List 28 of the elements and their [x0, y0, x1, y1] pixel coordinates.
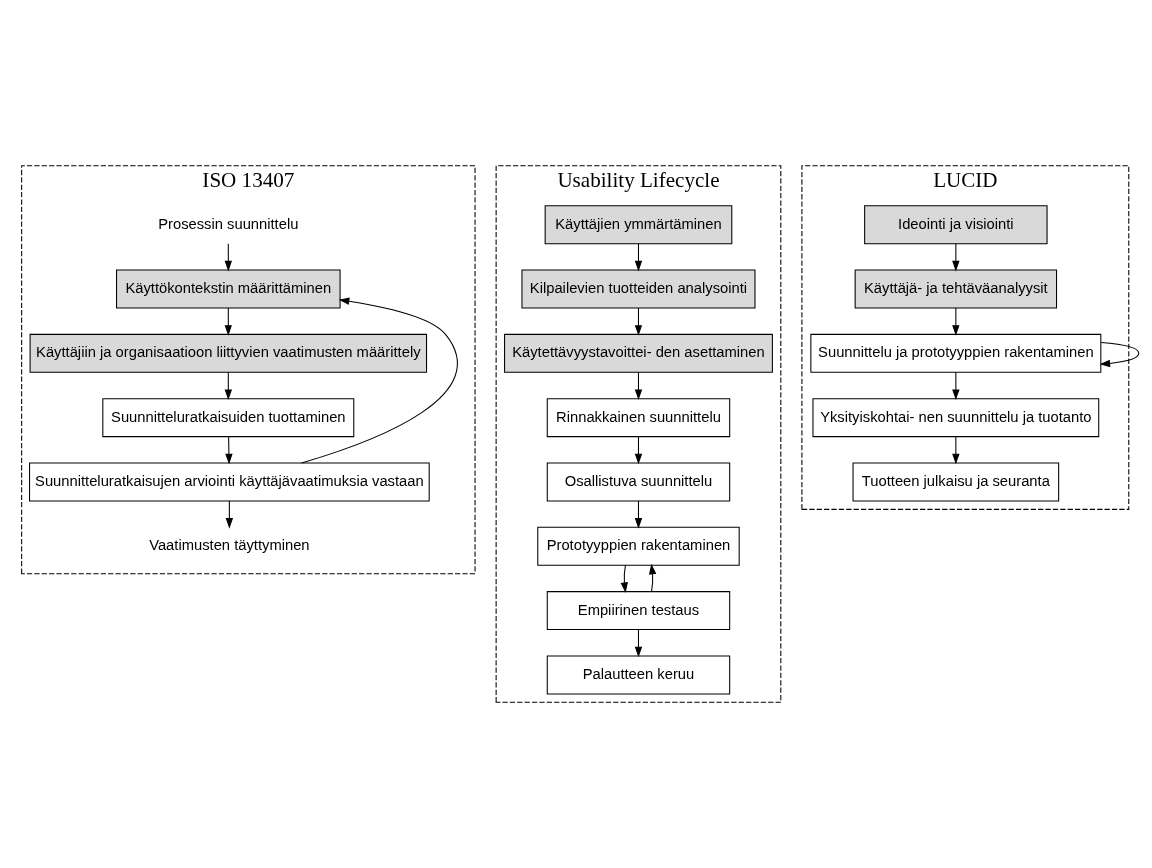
node-box: Käytettävyystavoittei- den asettaminen: [504, 333, 773, 373]
arrow: [952, 307, 960, 336]
node-text: Vaatimusten täyttyminen: [149, 537, 310, 554]
node-box: Kilpailevien tuotteiden analysointi: [521, 269, 756, 309]
node-box: Ideointi ja visiointi: [864, 205, 1048, 245]
node-box: Suunnitteluratkaisujen arviointi käyttäjävaatimuksia vastaan: [29, 462, 430, 502]
node-box: Rinnakkainen suunnittelu: [546, 398, 731, 438]
arrow: [620, 564, 628, 593]
node-box: Käyttökontekstin määrittäminen: [116, 269, 341, 309]
node-box: Prototyyppien rakentaminen: [537, 526, 740, 566]
node-box: Käyttäjä- ja tehtäväanalyysit: [854, 269, 1058, 309]
node-box: Tuotteen julkaisu ja seuranta: [852, 462, 1060, 502]
arrow: [1099, 341, 1140, 368]
arrow: [301, 297, 458, 464]
node-box: Palautteen keruu: [546, 655, 731, 695]
node-box: Yksityiskohtai- nen suunnittelu ja tuotanto: [812, 398, 1100, 438]
node-box: Käyttäjien ymmärtäminen: [544, 205, 733, 245]
node-box: Osallistuva suunnittelu: [546, 462, 731, 502]
node-box: Suunnitteluratkaisuiden tuottaminen: [102, 398, 355, 438]
arrow: [225, 436, 233, 465]
node-box: Käyttäjiin ja organisaatioon liittyvien vaatimusten määrittely: [29, 333, 428, 373]
node-box: Suunnittelu ja prototyyppien rakentaminen: [810, 333, 1102, 373]
node-box: Empiirinen testaus: [546, 591, 731, 631]
arrow: [952, 243, 960, 272]
arrow: [952, 436, 960, 465]
arrow: [952, 371, 960, 400]
arrow: [648, 563, 657, 592]
node-text: Prosessin suunnittelu: [158, 215, 299, 232]
